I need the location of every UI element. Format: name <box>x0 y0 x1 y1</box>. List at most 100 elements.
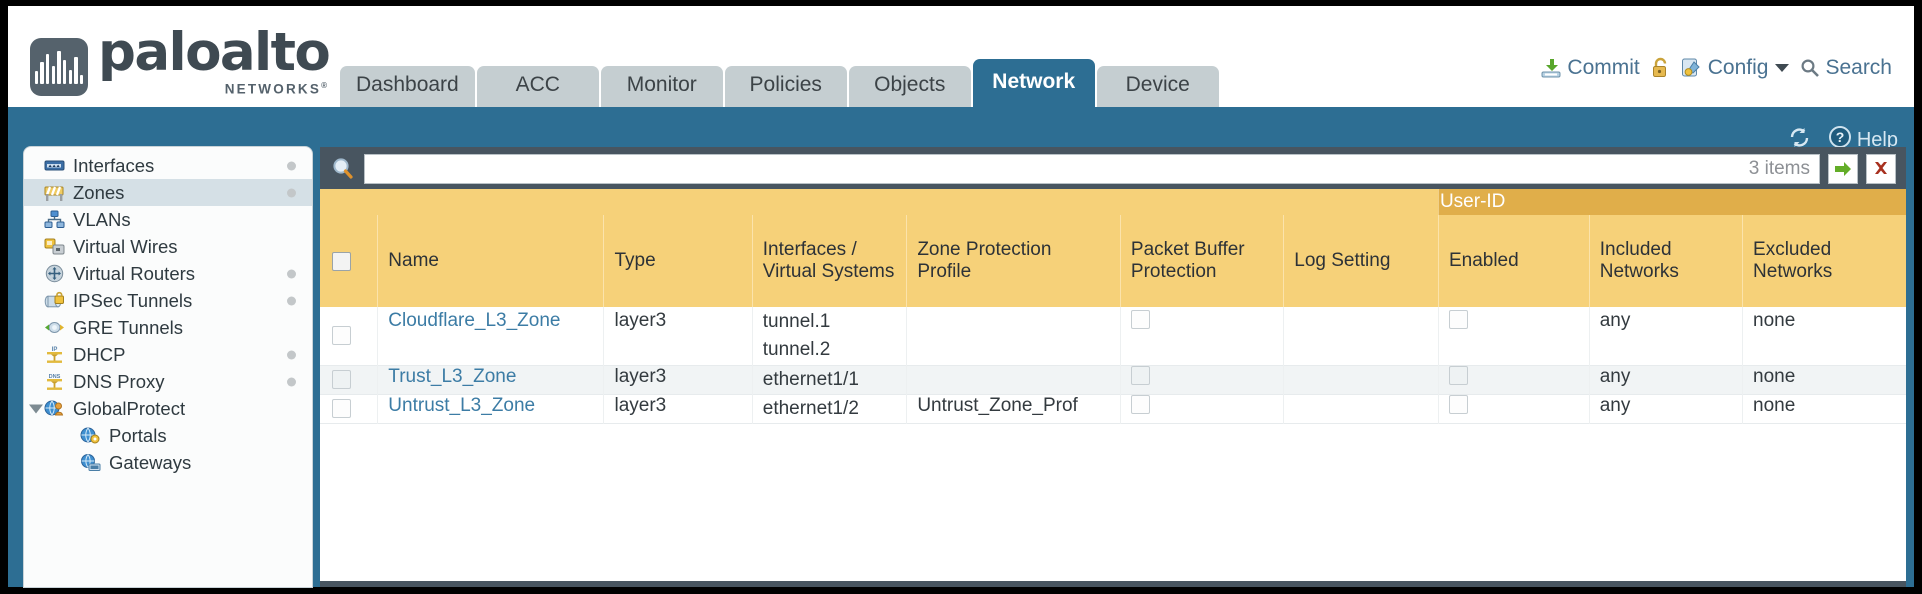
column-header-interfaces-virtual-systems[interactable]: Interfaces / Virtual Systems <box>751 215 907 307</box>
config-menu[interactable]: Config <box>1681 56 1790 80</box>
userid-enabled-checkbox[interactable] <box>1448 394 1468 414</box>
sidebar-item-zones[interactable]: Zones <box>24 179 312 206</box>
sidebar-item-ipsec-tunnels[interactable]: IPSec Tunnels <box>24 287 312 314</box>
search-icon <box>1800 58 1820 78</box>
userid-enabled-checkbox[interactable] <box>1448 365 1468 385</box>
sidebar-item-status-dot <box>287 161 296 170</box>
packet-buffer-protection-cell <box>1119 394 1284 423</box>
included-networks-cell: any <box>1588 365 1743 394</box>
search-label: Search <box>1825 56 1892 79</box>
column-header-zone-protection-profile[interactable]: Zone Protection Profile <box>906 215 1121 307</box>
column-header-excluded-networks[interactable]: Excluded Networks <box>1742 215 1906 307</box>
expand-collapse-triangle-icon[interactable] <box>29 404 43 413</box>
content-panel: 3 items <box>320 147 1906 587</box>
config-wrench-icon <box>1681 57 1703 79</box>
zone-protection-profile-cell: Untrust_Zone_Prof <box>906 394 1121 423</box>
row-select-cell <box>320 307 378 365</box>
included-networks-cell: any <box>1588 394 1743 423</box>
column-header-included-networks[interactable]: Included Networks <box>1588 215 1743 307</box>
sidebar-item-gateways[interactable]: Gateways <box>24 449 312 476</box>
column-header-type[interactable]: Type <box>603 215 753 307</box>
gateways-icon <box>80 453 102 473</box>
table-group-header-row: User-ID <box>320 189 1906 215</box>
select-all-header-cell <box>320 215 378 307</box>
tab-dashboard[interactable]: Dashboard <box>340 66 475 107</box>
select-all-checkbox[interactable] <box>332 251 351 271</box>
paloalto-logo-mark-icon <box>30 38 88 96</box>
header-actions: Commit <box>1540 56 1892 80</box>
packet-buffer-protection-checkbox[interactable] <box>1130 365 1150 385</box>
zone-name-link[interactable]: Trust_L3_Zone <box>388 365 517 387</box>
zone-type-cell: layer3 <box>603 307 753 365</box>
paloalto-logo: paloalto NETWORKS® <box>30 22 331 96</box>
help-label: Help <box>1856 128 1898 151</box>
sidebar-item-vlans[interactable]: VLANs <box>24 206 312 233</box>
zone-name-link[interactable]: Cloudflare_L3_Zone <box>388 310 561 331</box>
zone-protection-profile-cell <box>906 365 1121 394</box>
tab-objects[interactable]: Objects <box>848 66 971 107</box>
excluded-networks-cell: none <box>1742 394 1906 423</box>
column-header-enabled[interactable]: Enabled <box>1437 215 1590 307</box>
tab-acc[interactable]: ACC <box>476 66 599 107</box>
globalprotect-icon <box>44 399 66 419</box>
virtual-wires-icon <box>44 237 66 257</box>
config-label: Config <box>1707 56 1769 79</box>
zone-name-cell: Trust_L3_Zone <box>377 365 604 394</box>
column-header-packet-buffer-protection[interactable]: Packet Buffer Protection <box>1119 215 1284 307</box>
tab-device[interactable]: Device <box>1096 66 1219 107</box>
zone-name-link[interactable]: Untrust_L3_Zone <box>388 394 536 416</box>
sidebar-item-gre-tunnels[interactable]: GRE Tunnels <box>24 314 312 341</box>
row-select-checkbox[interactable] <box>332 370 351 389</box>
sidebar-item-label: IPSec Tunnels <box>73 289 193 311</box>
row-select-checkbox[interactable] <box>332 399 351 418</box>
apply-filter-button[interactable] <box>1828 154 1858 184</box>
zone-type-cell: layer3 <box>603 365 753 394</box>
search-input[interactable]: 3 items <box>364 154 1820 184</box>
log-setting-cell <box>1283 394 1439 423</box>
interfaces-icon <box>44 156 66 176</box>
brand-registered-mark: ® <box>321 81 330 90</box>
vlans-icon <box>44 210 66 230</box>
zone-protection-profile-cell <box>906 307 1121 365</box>
column-header-log-setting[interactable]: Log Setting <box>1283 215 1439 307</box>
commit-button[interactable]: Commit <box>1540 56 1640 80</box>
search-magnifier-icon[interactable] <box>330 156 356 182</box>
lock-button[interactable] <box>1651 57 1670 79</box>
ipsec-tunnels-icon <box>44 291 66 311</box>
row-select-checkbox[interactable] <box>332 326 351 346</box>
column-header-name[interactable]: Name <box>377 215 604 307</box>
clear-filter-button[interactable] <box>1866 154 1896 184</box>
chevron-down-icon <box>1775 64 1790 72</box>
sidebar-item-globalprotect[interactable]: GlobalProtect <box>24 395 312 422</box>
tab-network[interactable]: Network <box>972 59 1095 107</box>
userid-enabled-checkbox[interactable] <box>1448 310 1468 329</box>
svg-text:DNS: DNS <box>49 374 61 380</box>
refresh-icon[interactable] <box>1787 125 1812 155</box>
sidebar-item-interfaces[interactable]: Interfaces <box>24 152 312 179</box>
tab-policies[interactable]: Policies <box>724 66 847 107</box>
svg-text:?: ? <box>1836 129 1845 145</box>
sidebar-item-portals[interactable]: Portals <box>24 422 312 449</box>
zone-type-cell: layer3 <box>603 394 753 423</box>
brand-name: paloalto <box>98 22 331 83</box>
sidebar-item-label: DHCP <box>73 343 126 365</box>
search-button[interactable]: Search <box>1800 56 1892 80</box>
tab-monitor[interactable]: Monitor <box>600 66 723 107</box>
packet-buffer-protection-cell <box>1119 307 1284 365</box>
sidebar-item-virtual-wires[interactable]: Virtual Wires <box>24 233 312 260</box>
gre-tunnels-icon <box>44 318 66 338</box>
sidebar-item-label: Virtual Routers <box>73 262 196 284</box>
sidebar-item-virtual-routers[interactable]: Virtual Routers <box>24 260 312 287</box>
packet-buffer-protection-checkbox[interactable] <box>1130 394 1150 414</box>
packet-buffer-protection-checkbox[interactable] <box>1130 310 1150 329</box>
